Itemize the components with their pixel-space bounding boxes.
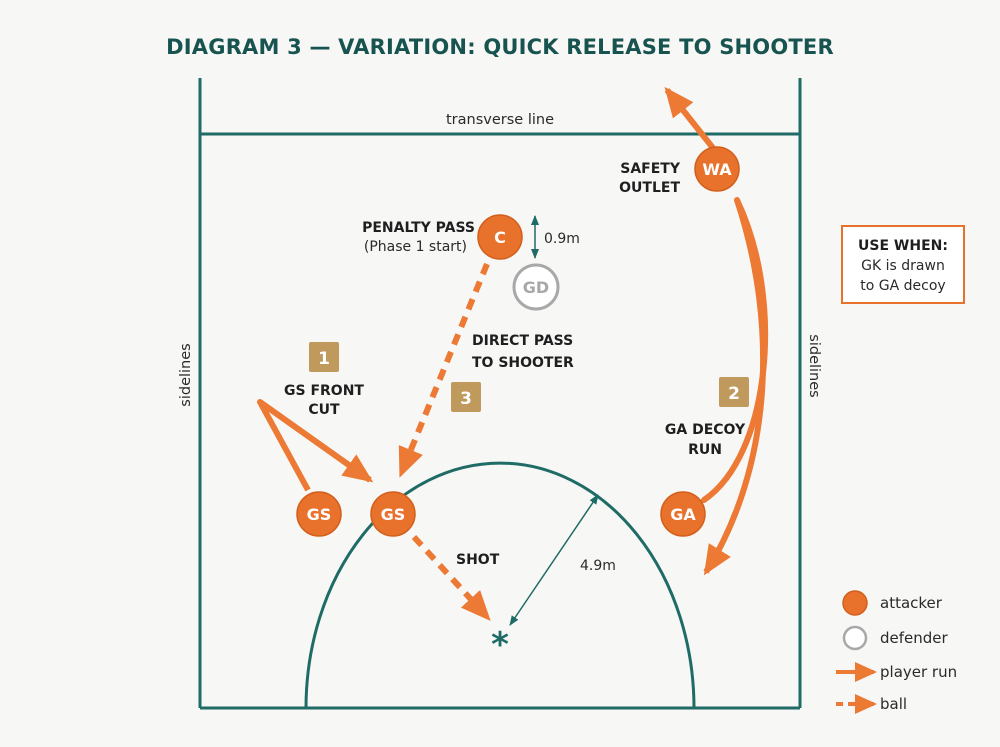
step-badge-3: 3	[451, 382, 481, 412]
ga-decoy-label-1: GA DECOY	[665, 422, 746, 438]
radius-marker	[509, 494, 599, 626]
ga-decoy-run-inner	[703, 199, 767, 576]
player-ga-label: GA	[670, 505, 696, 524]
note-heading: USE WHEN:	[858, 238, 948, 254]
legend-run-label: player run	[880, 663, 957, 681]
player-wa-label: WA	[702, 160, 732, 179]
use-when-note: USE WHEN: GK is drawn to GA decoy	[841, 225, 965, 304]
step-badge-1: 1	[309, 342, 339, 372]
note-line-1: GK is drawn	[861, 258, 945, 274]
step-badge-2: 2	[719, 377, 749, 407]
player-c: C	[477, 214, 523, 260]
penalty-pass-label: PENALTY PASS	[362, 220, 475, 236]
sideline-right-label: sidelines	[806, 334, 822, 397]
ga-decoy-label-2: RUN	[688, 442, 722, 458]
step-badge-2-label: 2	[728, 384, 740, 404]
player-wa: WA	[694, 146, 740, 192]
step-badge-3-label: 3	[460, 389, 472, 409]
phase-start-label: (Phase 1 start)	[364, 239, 467, 255]
player-gs-end: GS	[370, 491, 416, 537]
legend: attacker defender player run ball	[836, 590, 957, 714]
gs-cut-path	[257, 399, 374, 492]
sideline-left-label: sidelines	[178, 343, 194, 406]
gap-label: 0.9m	[544, 231, 580, 247]
gs-cut-label-2: CUT	[308, 402, 340, 418]
player-gd-label: GD	[523, 278, 549, 297]
transverse-line-label: transverse line	[446, 112, 554, 128]
radius-label: 4.9m	[580, 558, 616, 574]
player-ga: GA	[660, 491, 706, 537]
player-gs-start: GS	[296, 491, 342, 537]
legend-attacker-label: attacker	[880, 594, 943, 612]
player-runs	[257, 86, 769, 576]
direct-pass-label-1: DIRECT PASS	[472, 333, 573, 349]
shot-arrow	[411, 534, 491, 621]
step-badge-1-label: 1	[318, 349, 330, 369]
diagram-title: DIAGRAM 3 — VARIATION: QUICK RELEASE TO …	[166, 35, 834, 59]
wa-run-arrow	[664, 86, 716, 150]
court-lines	[198, 78, 802, 710]
note-line-2: to GA decoy	[860, 278, 945, 294]
safety-label-2: OUTLET	[619, 180, 680, 196]
player-c-label: C	[494, 228, 506, 247]
legend-defender-label: defender	[880, 629, 949, 647]
legend-ball-label: ball	[880, 695, 907, 713]
safety-label-1: SAFETY	[620, 161, 681, 177]
legend-attacker-icon	[842, 590, 868, 616]
player-gs-end-label: GS	[381, 505, 406, 524]
shot-label: SHOT	[456, 552, 500, 568]
gs-cut-label-1: GS FRONT	[284, 383, 364, 399]
player-gs-start-label: GS	[307, 505, 332, 524]
goal-post-icon: *	[491, 625, 509, 665]
goal-circle	[304, 461, 696, 709]
legend-defender-icon	[842, 625, 868, 651]
direct-pass-label-2: TO SHOOTER	[472, 355, 574, 371]
player-gd: GD	[512, 263, 560, 311]
